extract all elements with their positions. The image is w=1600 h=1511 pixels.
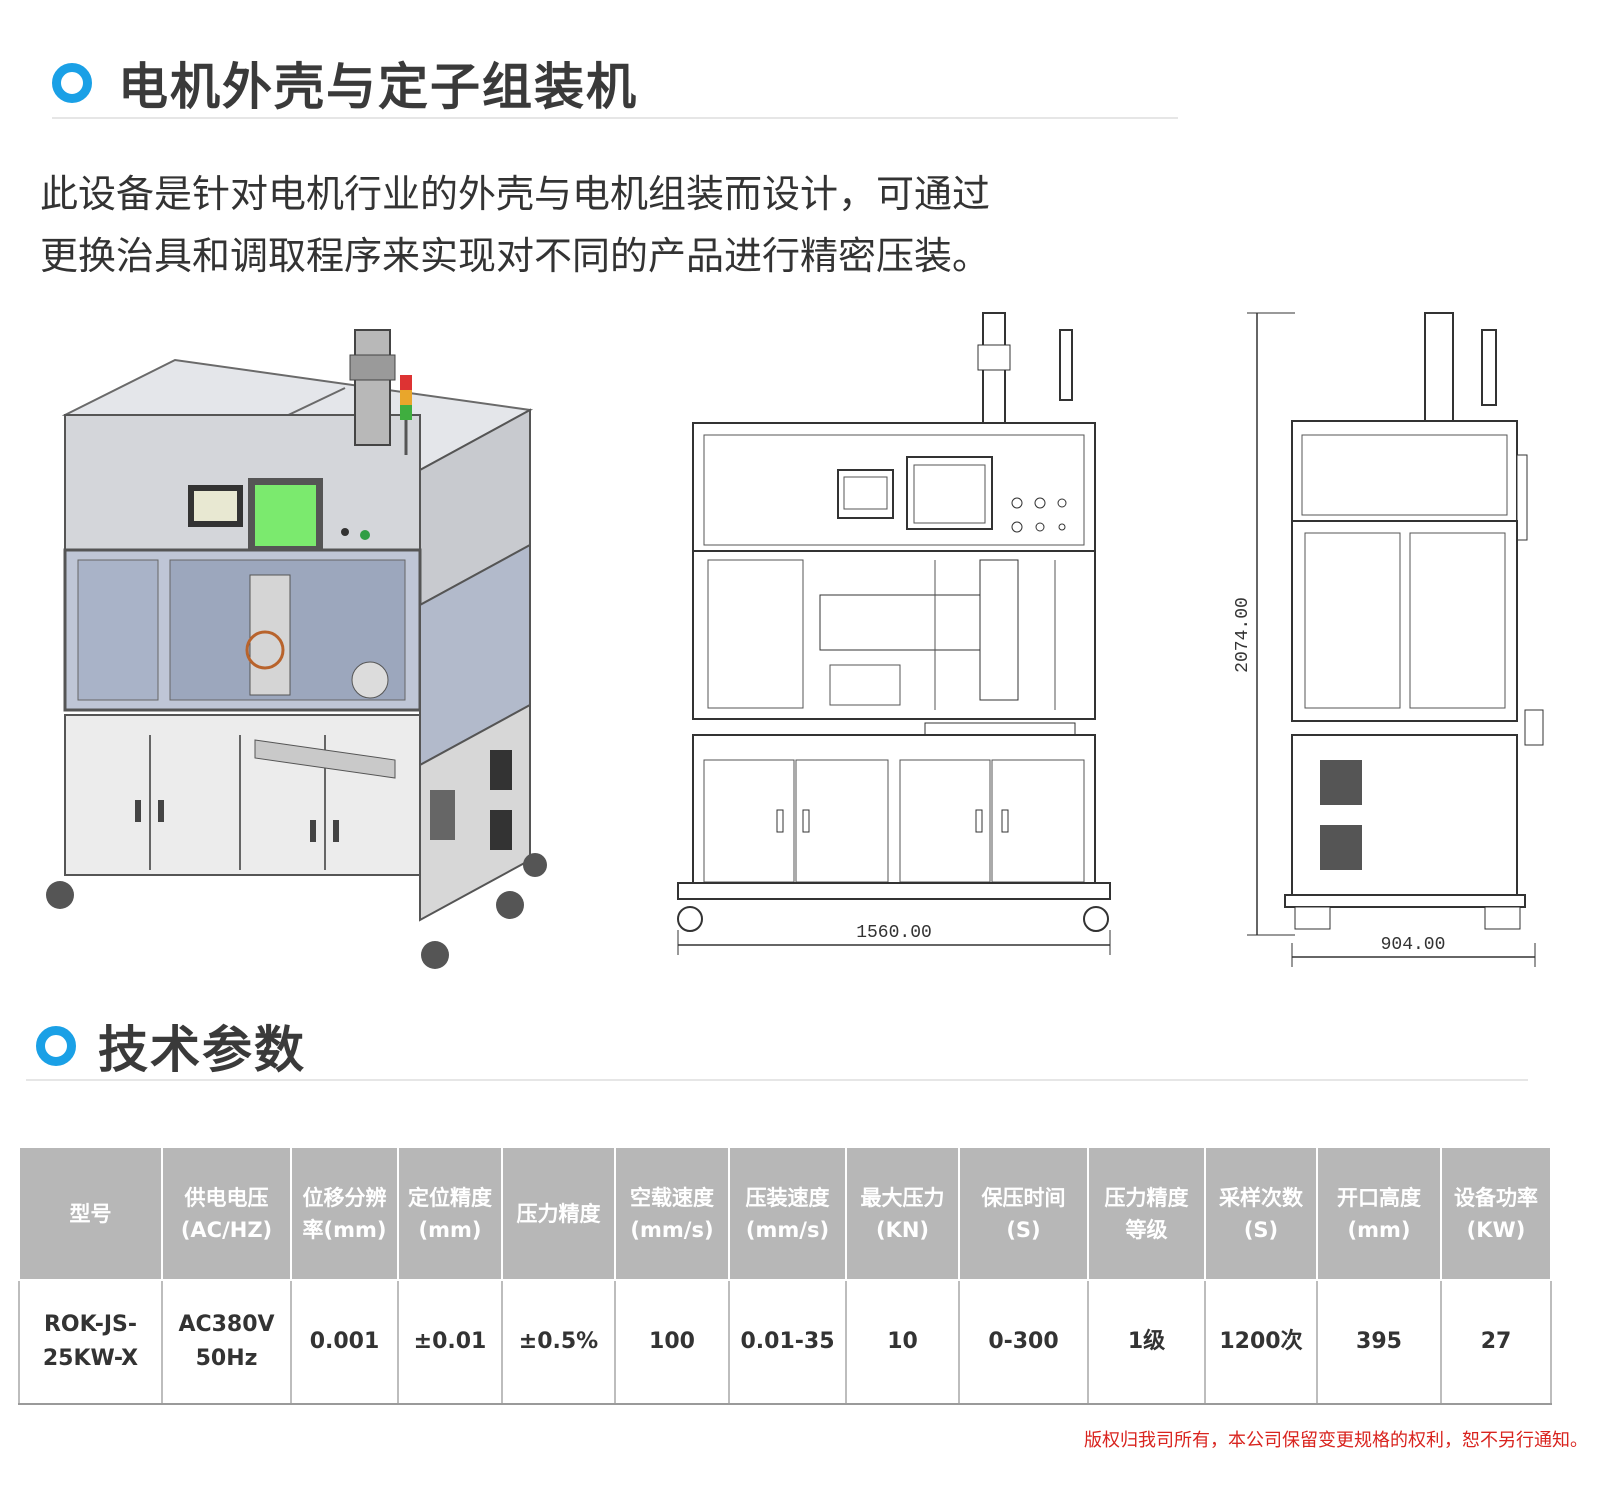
title-divider: [52, 117, 1178, 119]
cell-resolution: 0.001: [290, 1280, 399, 1405]
cell-max-pressure: 10: [845, 1280, 960, 1405]
front-width-dimension: 1560.00: [856, 923, 932, 943]
header-accuracy-grade: 压力精度 等级: [1087, 1146, 1206, 1281]
header-hold-time: 保压时间 (S): [958, 1146, 1089, 1281]
header-voltage: 供电电压 (AC/HZ): [161, 1146, 292, 1281]
cell-voltage: AC380V 50Hz: [161, 1280, 292, 1405]
cell-sampling: 1200次: [1204, 1280, 1318, 1405]
header-press-speed: 压装速度 (mm/s): [728, 1146, 847, 1281]
intro-line-1: 此设备是针对电机行业的外壳与电机组装而设计，可通过: [40, 172, 991, 216]
cell-position-accuracy: ±0.01: [397, 1280, 503, 1405]
header-pressure-accuracy: 压力精度: [501, 1146, 616, 1281]
header-power: 设备功率 (KW): [1440, 1146, 1552, 1281]
cell-idle-speed: 100: [614, 1280, 730, 1405]
header-sampling: 采样次数 (S): [1204, 1146, 1318, 1281]
header-idle-speed: 空载速度 (mm/s): [614, 1146, 730, 1281]
cell-power: 27: [1440, 1280, 1552, 1405]
intro-line-2: 更换治具和调取程序来实现对不同的产品进行精密压装。: [40, 234, 991, 278]
side-view-drawing: 2074.00 904.00: [1233, 312, 1544, 967]
machine-3d-illustration: [46, 329, 547, 969]
ring-icon: [52, 63, 92, 103]
cell-model: ROK-JS- 25KW-X: [18, 1280, 163, 1405]
spec-header-row: 型号 供电电压 (AC/HZ) 位移分辨 率(mm) 定位精度 (mm) 压力精…: [18, 1146, 1552, 1281]
page-title: 电机外壳与定子组装机: [118, 58, 638, 116]
cell-accuracy-grade: 1级: [1087, 1280, 1206, 1405]
cell-hold-time: 0-300: [958, 1280, 1089, 1405]
specs-divider: [26, 1079, 1528, 1081]
header-model: 型号: [18, 1146, 163, 1281]
table-row: ROK-JS- 25KW-X AC380V 50Hz 0.001 ±0.01 ±…: [18, 1280, 1552, 1405]
ring-icon: [36, 1026, 76, 1066]
specs-header: 技术参数: [36, 1010, 306, 1082]
specs-title: 技术参数: [98, 1021, 306, 1079]
spec-table: 型号 供电电压 (AC/HZ) 位移分辨 率(mm) 定位精度 (mm) 压力精…: [18, 1146, 1552, 1405]
header-position-accuracy: 定位精度 (mm): [397, 1146, 503, 1281]
front-view-drawing: 1560.00: [677, 312, 1111, 955]
header-max-pressure: 最大压力 (KN): [845, 1146, 960, 1281]
side-height-dimension: 2074.00: [1233, 597, 1253, 673]
copyright-notice: 版权归我司所有，本公司保留变更规格的权利，恕不另行通知。: [1084, 1430, 1588, 1451]
cell-pressure-accuracy: ±0.5%: [501, 1280, 616, 1405]
intro-paragraph: 此设备是针对电机行业的外壳与电机组装而设计，可通过 更换治具和调取程序来实现对不…: [40, 163, 1160, 287]
cell-press-speed: 0.01-35: [728, 1280, 847, 1405]
cell-opening-height: 395: [1316, 1280, 1442, 1405]
header-opening-height: 开口高度 (mm): [1316, 1146, 1442, 1281]
product-title-header: 电机外壳与定子组装机: [52, 47, 638, 119]
side-depth-dimension: 904.00: [1381, 935, 1446, 955]
header-resolution: 位移分辨 率(mm): [290, 1146, 399, 1281]
